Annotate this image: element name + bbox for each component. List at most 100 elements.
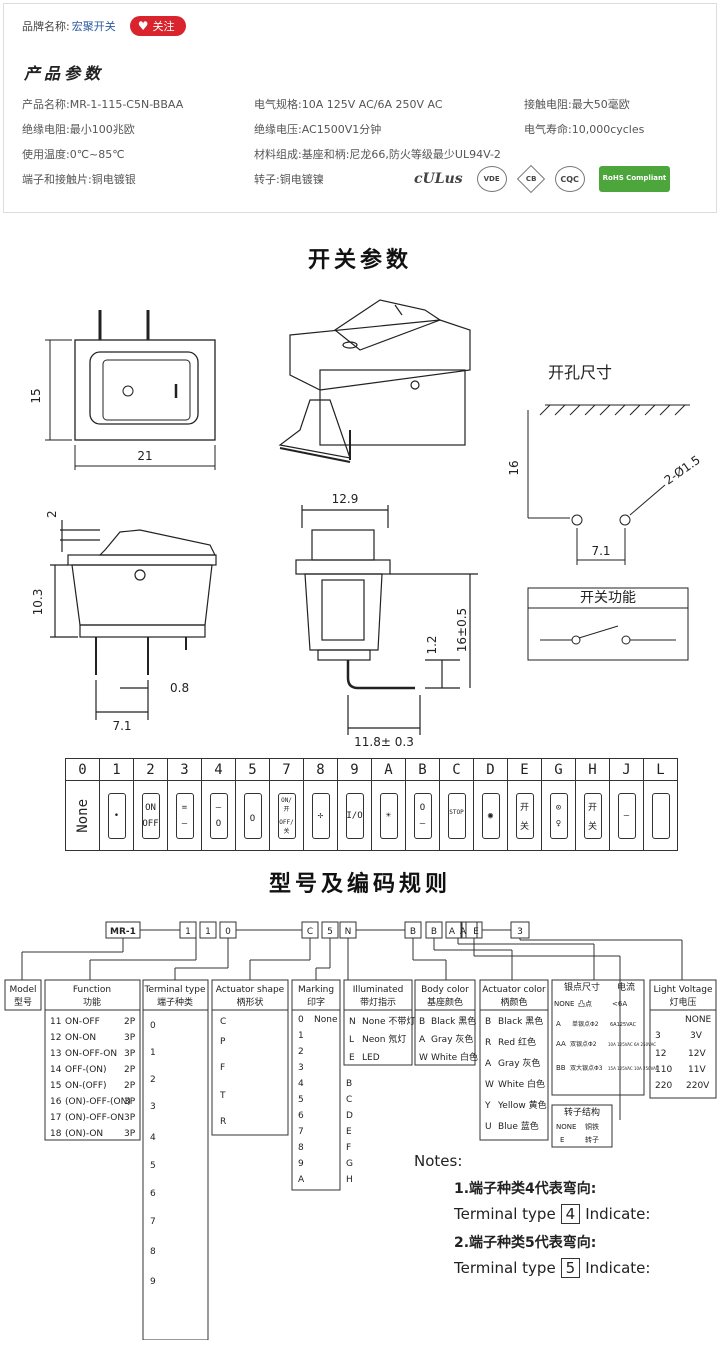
function-code: 18 [50,1129,62,1139]
dim-16pm: 16±0.5 [455,608,469,652]
light-code: 3 [655,1031,661,1041]
marking-code: E [507,758,542,781]
marking-glyph: O [249,813,256,824]
rotor-code: E [560,1136,564,1144]
note-1-terminal: Terminal type 4 Indicate: [454,1204,650,1224]
marking-symbol [651,792,670,839]
marking-symbol: ✢ [311,792,330,839]
follow-button[interactable]: ♥ 关注 [129,16,187,36]
marking-glyph: = [181,802,188,813]
hole-dim-71: 7.1 [591,544,610,558]
dim-15: 15 [29,388,43,403]
marking-glyph: STOP [449,809,464,816]
illuminated-col-title: Illuminated [353,985,404,995]
silver-code: AA [556,1040,566,1048]
light-value: 3V [690,1031,703,1041]
marking-cell: None [65,780,100,851]
marking-glyph: O [419,802,426,813]
marking-code: A [298,1175,305,1185]
marking-code: 2 [133,758,168,781]
brand-label: 品牌名称: [22,20,70,33]
function-name: (ON)-OFF-(ON) [65,1097,131,1107]
function-poles: 3P [124,1097,136,1107]
light-col-sub: 灯电压 [669,996,696,1008]
light-value: 220V [686,1081,710,1091]
silver-current: <6A [612,1000,627,1008]
model-box: B [431,927,437,937]
terminal-code: 1 [150,1048,156,1058]
function-code: 14 [50,1065,62,1075]
function-name: OFF-(ON) [65,1065,107,1075]
body-col-sub: 基座颜色 [427,996,463,1008]
body-code: W [419,1053,428,1063]
marking-code: 2 [298,1047,304,1057]
vde-cert-icon: VDE [476,166,507,192]
param-cell: 使用温度:0℃~85℃ [22,148,125,161]
marking-symbol: –O [209,792,228,839]
hole-dim-diameter: 2-Ø1.5 [662,453,703,488]
function-name: ON-ON [65,1033,96,1043]
model-box: C [307,927,313,937]
marking-code: 5 [298,1095,304,1105]
light-value: 12V [688,1049,706,1059]
marking-code: 1 [99,758,134,781]
function-name: ON-OFF [65,1017,100,1027]
brand-link[interactable]: 宏聚开关 [71,20,116,33]
terminal-code: 7 [150,1217,156,1227]
terminal-code: 2 [150,1075,156,1085]
marking-glyph: – [419,818,426,829]
marking-code: D [473,758,508,781]
light-value: NONE [685,1015,712,1025]
marking-cell [643,780,678,851]
param-cell: 绝缘电阻:最小100兆欧 [22,123,135,136]
marking-code: 1 [298,1031,304,1041]
param-row: 端子和接触片:铜电镀银 转子:铜电镀镍 [22,171,712,196]
marking-symbol: ⊙♀ [549,792,568,839]
model-col-title: Model [9,985,36,995]
param-cell: 产品名称:MR-1-115-C5N-BBAA [22,98,184,111]
marking-ext-code: G [346,1159,353,1169]
marking-cell: 开关 [507,780,542,851]
coding-rules-diagram: MR-1 1 1 0 C 5 N B B A A E 3 Model 型号 Fu… [4,921,717,1340]
function-code: 13 [50,1049,61,1059]
terminal-code: 6 [150,1189,156,1199]
marking-glyph: OFF [142,818,159,829]
actuator-col-title: Actuator shape [216,985,285,995]
actuator-code: P [220,1037,226,1047]
param-cell: 端子和接触片:铜电镀银 [22,173,136,186]
silver-name: 双银点Φ2 [570,1040,597,1048]
silver-name: 单银点Φ2 [572,1020,599,1028]
marking-code-table: 0 1 2 3 4 5 7 8 9 A B C D E G H J L None… [65,758,678,851]
actuator-col-sub: 柄形状 [236,996,263,1008]
cb-cert-text: CB [525,174,536,183]
function-poles: 3P [124,1129,136,1139]
illuminated-code: L [349,1035,354,1045]
marking-symbol: ☀ [379,792,398,839]
marking-glyph: ☀ [385,810,392,821]
marking-cell: STOP [439,780,474,851]
rohs-cert-icon: RoHS Compliant [598,166,671,192]
cqc-cert-icon: CQC [554,166,585,192]
illuminated-name: LED [362,1053,380,1063]
model-box: N [345,927,352,937]
body-code: B [419,1017,425,1027]
marking-cell: ✢ [303,780,338,851]
dim-129: 12.9 [332,492,359,506]
note-1: 1.端子种类4代表弯向: [454,1181,597,1197]
marking-cell: ◉ [473,780,508,851]
switch-function-box [527,587,689,661]
hole-size-title: 开孔尺寸 [548,363,612,382]
silver-col-title: 银点尺寸 [564,981,600,993]
param-cell: 接触电阻:最大50毫欧 [524,98,630,111]
marking-glyph: I/O [346,810,363,821]
function-name: (ON)-ON [65,1129,103,1139]
marking-code: J [609,758,644,781]
marking-cell: ☀ [371,780,406,851]
actcolor-code: A [485,1059,492,1069]
marking-cell: =– [167,780,202,851]
dim-71: 7.1 [112,719,131,733]
note-2-number: 5 [560,1258,581,1278]
model-box: 5 [327,927,333,937]
function-poles: 3P [124,1033,136,1043]
